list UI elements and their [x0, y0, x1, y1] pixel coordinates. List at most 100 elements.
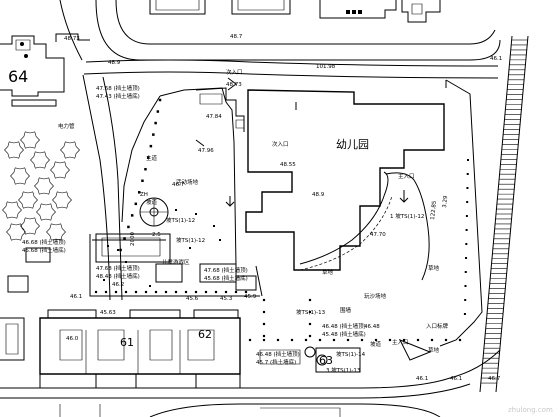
elevation-label: 47.68 (挡土墙顶)	[96, 264, 140, 272]
elevation-label: 46.1	[416, 376, 428, 382]
post-marker	[464, 285, 467, 287]
post-marker	[262, 338, 266, 342]
elevation-label: 46.1	[490, 56, 502, 62]
post-marker	[276, 338, 280, 342]
main-gate-label: 主入口	[398, 172, 415, 180]
secondary-gate-top-label: 次入口	[226, 68, 243, 76]
play-area-label: 玩沙场地	[364, 292, 387, 300]
post-marker	[123, 237, 126, 240]
ramp-label-2: 坡道	[370, 340, 382, 348]
elevation-label: 47.43 (挡土墙底)	[96, 92, 140, 100]
post-marker	[134, 202, 138, 206]
tree-symbol	[34, 177, 54, 195]
post-marker	[154, 290, 158, 294]
circle-feature	[139, 197, 169, 227]
post-marker	[262, 310, 266, 314]
post-marker	[458, 338, 462, 342]
slope-label: 坡TS(1)-12	[176, 236, 205, 244]
elevation-label: 101.98	[316, 64, 336, 70]
tree-symbol	[20, 217, 40, 235]
post-marker	[175, 209, 177, 211]
slope-label: 坡TS(1)-14	[336, 350, 366, 358]
stepped-path	[195, 87, 245, 132]
elevation-label: 46.48	[364, 324, 380, 330]
post-marker	[154, 121, 157, 125]
elec-room-label: 电力管	[58, 122, 75, 130]
arrows	[195, 77, 409, 207]
elevation-label: 47.68 (挡土墙顶)	[96, 84, 140, 92]
elevation-label: 48.55	[280, 162, 296, 168]
post-marker	[149, 144, 153, 148]
post-marker	[308, 310, 312, 314]
tree-symbol	[46, 223, 66, 241]
elevation-label: 45.68 (挡土墙底)	[204, 274, 248, 282]
dimension-label: ZH	[140, 192, 148, 198]
tree-symbol	[18, 191, 38, 209]
elevation-label: 3.29	[442, 195, 449, 208]
post-marker	[94, 290, 98, 294]
post-marker	[104, 290, 108, 294]
elevation-label: 45.9	[244, 294, 257, 300]
post-marker	[318, 338, 322, 342]
fence-wall-label: 围墙	[340, 306, 352, 314]
elevation-label: 48.48 (挡土墙底)	[96, 272, 140, 280]
text-labels: 64 61 62 63 幼儿园 主入口 主入口 次入口 次入口 活动场地 主道 …	[8, 34, 502, 382]
elevation-label: 48.9	[312, 192, 325, 198]
corner-tag-label: 入口标牌	[426, 322, 449, 330]
elevation-label: 48.9	[108, 60, 121, 66]
curved-path	[299, 171, 430, 281]
post-marker	[465, 243, 468, 245]
dimension-label: 2000	[130, 232, 136, 246]
post-marker	[304, 338, 308, 342]
main-road-label: 主道	[146, 154, 158, 162]
post-marker	[430, 338, 434, 342]
post-marker	[466, 187, 469, 189]
post-marker	[144, 167, 147, 171]
dimension-label: 2.5	[152, 232, 161, 238]
marker-square	[352, 10, 356, 14]
tree-symbol	[36, 203, 56, 221]
elevation-label: 48.73	[64, 36, 80, 42]
post-marker	[119, 248, 122, 252]
left-blocks	[0, 247, 51, 361]
building-number-63: 63	[319, 354, 333, 367]
arrow-icon	[225, 196, 235, 207]
post-marker	[290, 338, 294, 342]
building-number-61: 61	[120, 336, 134, 349]
outdoor-zone-label: 儿童游戏区	[162, 258, 190, 266]
post-marker	[137, 191, 141, 194]
post-marker	[156, 110, 160, 113]
post-marker	[174, 290, 178, 294]
kindergarten-building	[245, 89, 445, 271]
green-label-3: 草地	[428, 346, 440, 354]
post-marker	[465, 257, 468, 259]
fence-posts	[94, 98, 469, 342]
post-marker	[144, 290, 148, 294]
post-marker	[204, 290, 208, 294]
post-marker	[152, 133, 155, 136]
elevation-label: 45.7 (挡土墙底)	[256, 358, 296, 366]
post-marker	[114, 290, 118, 294]
elevation-label: 45.3	[220, 296, 233, 302]
elevation-label: 47.68 (挡土墙顶)	[204, 266, 248, 274]
parking-band	[479, 35, 529, 393]
post-marker	[466, 201, 469, 203]
tree-symbol	[20, 131, 40, 149]
tree-symbol	[50, 161, 70, 179]
post-marker	[416, 338, 420, 342]
elevation-label: 46.1	[450, 376, 462, 382]
elevation-label: 46.1	[70, 294, 82, 300]
elevation-label: 122.85	[430, 200, 438, 220]
elevation-label: 47.96	[198, 148, 214, 154]
post-marker	[213, 225, 215, 227]
post-marker	[147, 156, 150, 159]
post-marker	[248, 338, 252, 342]
post-marker	[262, 298, 266, 302]
tree-symbol	[4, 141, 24, 159]
building-row-lower	[39, 309, 241, 388]
post-marker	[463, 313, 466, 315]
tree-symbol	[52, 191, 72, 209]
post-marker	[117, 249, 119, 251]
elevation-label: 46.2	[112, 282, 124, 288]
marker-square	[358, 10, 362, 14]
